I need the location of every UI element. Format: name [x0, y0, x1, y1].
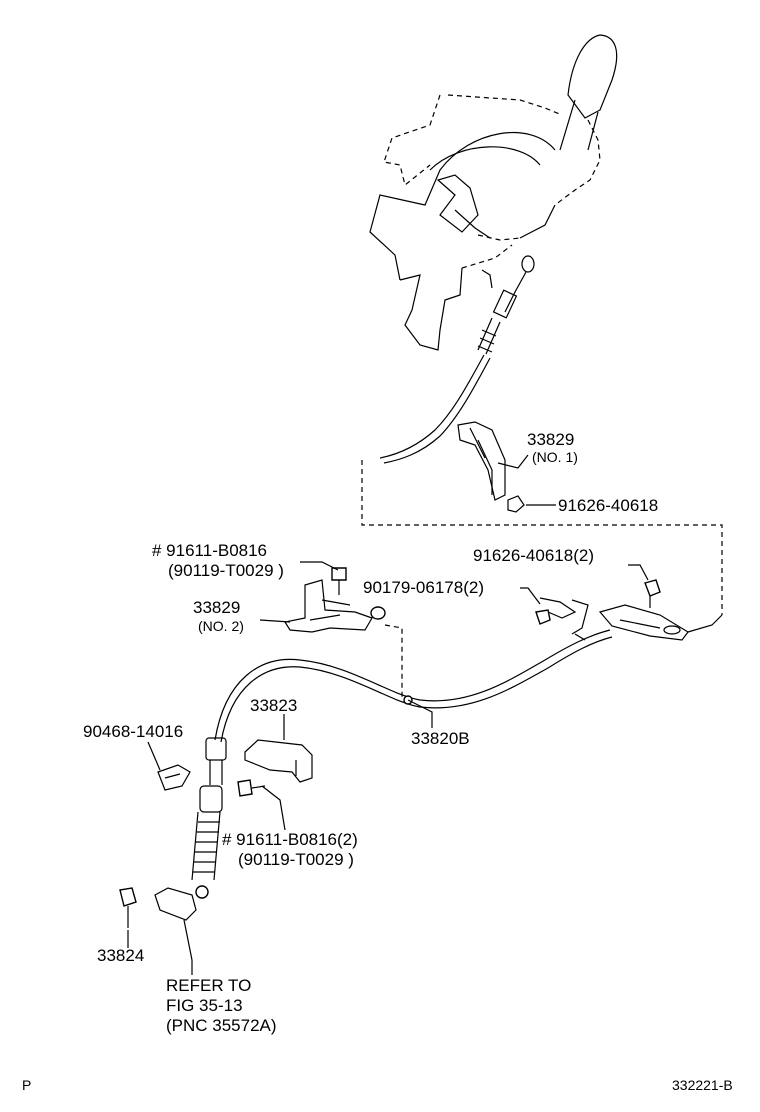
corner-label-left: P	[22, 1077, 31, 1093]
connector-dash-upper	[361, 460, 723, 615]
upper-cable	[379, 255, 535, 464]
leader-lines	[127, 454, 649, 975]
cable-end-bracket-right	[535, 579, 723, 641]
label-91611-b0816: # 91611-B0816	[152, 541, 267, 560]
label-91626-40618-2: 91626-40618(2)	[473, 546, 594, 565]
label-33820b: 33820B	[411, 729, 470, 748]
label-33823: 33823	[250, 696, 297, 715]
refer-to-line1: REFER TO	[166, 976, 251, 995]
label-33824: 33824	[97, 946, 144, 965]
label-91611-b0816-2: # 91611-B0816(2)	[222, 830, 358, 849]
label-90119-t0029: (90119-T0029 )	[168, 561, 284, 580]
connector-dash-no2	[384, 624, 403, 700]
refer-to-line2: FIG 35-13	[166, 996, 243, 1015]
clip-90468-14016	[157, 764, 191, 791]
label-33829-no1: 33829	[527, 430, 574, 449]
label-33829-no1-sub: (NO. 1)	[532, 449, 578, 465]
label-90179-06178-2: 90179-06178(2)	[363, 578, 484, 597]
label-90119-t0029-2: (90119-T0029 )	[238, 850, 354, 869]
cable-33820b	[214, 629, 613, 743]
bracket-33829-no1	[457, 421, 525, 513]
diagram-id: 332221-B	[672, 1077, 733, 1093]
shift-lever-assembly	[369, 34, 618, 351]
label-90468-14016: 90468-14016	[83, 722, 183, 741]
label-91626-40618: 91626-40618	[558, 496, 658, 515]
refer-to-line3: (PNC 35572A)	[166, 1016, 277, 1035]
label-33829-no2: 33829	[193, 598, 240, 617]
lower-cable-end	[119, 737, 227, 961]
bracket-33823	[237, 739, 313, 797]
label-33829-no2-sub: (NO. 2)	[198, 618, 244, 634]
